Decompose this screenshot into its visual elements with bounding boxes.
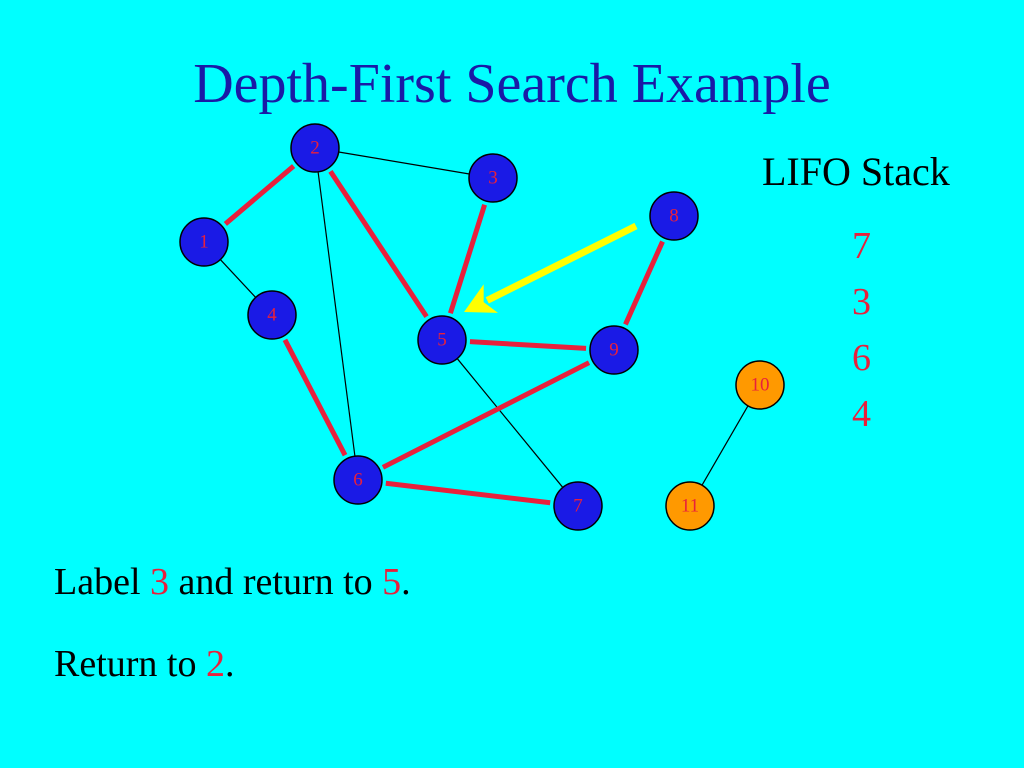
node-label: 10 bbox=[751, 374, 770, 395]
node-circle bbox=[589, 325, 639, 375]
node-5: 5 bbox=[417, 315, 467, 365]
node-circle bbox=[179, 217, 229, 267]
edge-10-11 bbox=[701, 405, 749, 486]
edge-2-5 bbox=[328, 169, 429, 319]
stack-item: 4 bbox=[852, 393, 871, 435]
stack-item: 3 bbox=[852, 281, 871, 323]
node-circle bbox=[417, 315, 467, 365]
edge-2-3 bbox=[338, 151, 470, 175]
edge-8-9 bbox=[623, 240, 665, 326]
node-label: 8 bbox=[669, 205, 679, 226]
node-7: 7 bbox=[553, 481, 603, 531]
caption-text: . bbox=[224, 643, 235, 685]
caption-text: . bbox=[401, 561, 411, 603]
arrow-layer bbox=[464, 222, 638, 313]
edge-4-6 bbox=[282, 338, 348, 457]
node-6: 6 bbox=[333, 455, 383, 505]
node-circle bbox=[665, 481, 715, 531]
node-label: 4 bbox=[267, 304, 277, 325]
caption-label-step: Label 3 and return to 5. bbox=[54, 558, 411, 606]
caption-highlight: 3 bbox=[150, 561, 170, 603]
stack-list: 7 3 6 4 bbox=[852, 218, 871, 442]
caption-text: Return to bbox=[54, 643, 206, 685]
node-3: 3 bbox=[468, 153, 518, 203]
edge-1-4 bbox=[219, 259, 257, 298]
node-label: 1 bbox=[199, 231, 209, 252]
node-2: 2 bbox=[290, 123, 340, 173]
stack-item: 7 bbox=[852, 225, 871, 267]
node-label: 7 bbox=[573, 495, 583, 516]
node-label: 6 bbox=[353, 469, 363, 490]
node-label: 3 bbox=[488, 167, 498, 188]
node-9: 9 bbox=[589, 325, 639, 375]
nodes-layer: 1 2 3 4 5 6 7 8 9 10 11 bbox=[179, 123, 785, 531]
edge-2-6 bbox=[317, 171, 356, 457]
stack-title: LIFO Stack bbox=[762, 149, 950, 194]
slide-title: Depth-First Search Example bbox=[193, 53, 831, 115]
caption-highlight: 2 bbox=[205, 643, 225, 685]
node-label: 11 bbox=[681, 495, 699, 516]
node-label: 2 bbox=[310, 137, 320, 158]
edge-6-9 bbox=[381, 360, 591, 470]
node-circle bbox=[649, 191, 699, 241]
caption-highlight: 5 bbox=[382, 561, 402, 603]
return-arrow-head bbox=[464, 284, 498, 313]
node-10: 10 bbox=[735, 360, 785, 410]
edge-5-7 bbox=[456, 358, 564, 488]
node-1: 1 bbox=[179, 217, 229, 267]
node-circle bbox=[247, 290, 297, 340]
caption-return-step: Return to 2. bbox=[54, 640, 234, 688]
edge-3-5 bbox=[448, 203, 487, 315]
caption-text: and return to bbox=[169, 561, 383, 603]
node-circle bbox=[333, 455, 383, 505]
edge-1-2 bbox=[223, 164, 296, 226]
node-label: 9 bbox=[609, 339, 619, 360]
edge-6-7 bbox=[385, 480, 551, 506]
edge-5-9 bbox=[469, 339, 587, 351]
node-circle bbox=[290, 123, 340, 173]
stack-item: 6 bbox=[852, 337, 871, 379]
node-11: 11 bbox=[665, 481, 715, 531]
node-circle bbox=[553, 481, 603, 531]
node-circle bbox=[735, 360, 785, 410]
node-4: 4 bbox=[247, 290, 297, 340]
node-circle bbox=[468, 153, 518, 203]
caption-text: Label bbox=[54, 561, 151, 603]
return-arrow-shaft bbox=[485, 222, 638, 304]
edges-layer bbox=[219, 151, 749, 506]
node-8: 8 bbox=[649, 191, 699, 241]
node-label: 5 bbox=[437, 329, 447, 350]
